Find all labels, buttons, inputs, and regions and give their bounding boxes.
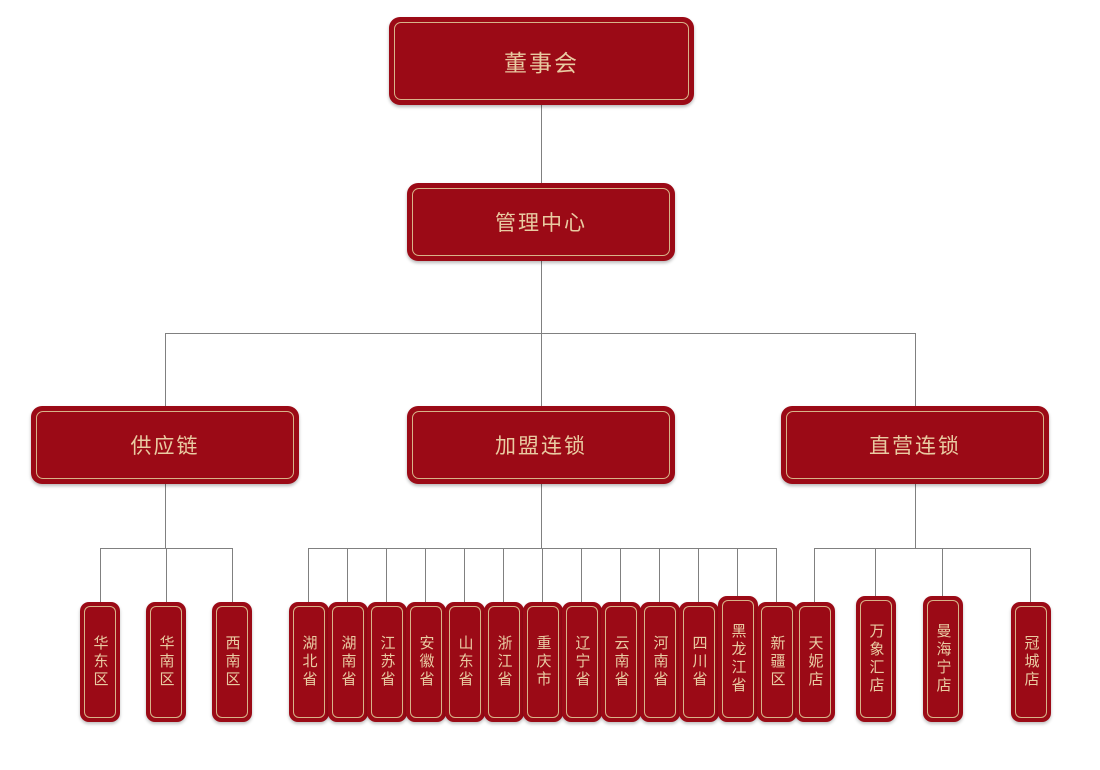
node-franchise-chain[interactable]: 加盟连锁 xyxy=(407,406,675,484)
node-label: 安徽省 xyxy=(417,635,435,689)
connector-leaf-stem xyxy=(875,548,876,596)
node-label: 浙江省 xyxy=(495,635,513,689)
leaf-node[interactable]: 西南区 xyxy=(212,602,252,722)
connector-leaf-stem xyxy=(542,548,543,602)
connector-level3-bus xyxy=(165,333,916,334)
node-label: 山东省 xyxy=(456,635,474,689)
connector-leaf-stem xyxy=(659,548,660,602)
node-label: 辽宁省 xyxy=(573,635,591,689)
node-label: 万象汇店 xyxy=(867,623,885,695)
node-direct-chain[interactable]: 直营连锁 xyxy=(781,406,1049,484)
node-management-center[interactable]: 管理中心 xyxy=(407,183,675,261)
leaf-node[interactable]: 江苏省 xyxy=(367,602,407,722)
leaf-node[interactable]: 安徽省 xyxy=(406,602,446,722)
node-label: 西南区 xyxy=(223,635,241,689)
leaf-node[interactable]: 重庆市 xyxy=(523,602,563,722)
connector-bus-to-supply xyxy=(165,333,166,406)
connector-leaf-stem xyxy=(386,548,387,602)
node-label: 河南省 xyxy=(651,635,669,689)
leaf-node[interactable]: 曼海宁店 xyxy=(923,596,963,722)
node-label: 华东区 xyxy=(91,635,109,689)
connector-leaf-stem xyxy=(308,548,309,602)
connector-bus-to-franchise xyxy=(541,333,542,406)
connector-leaf-stem xyxy=(1030,548,1031,602)
node-label: 供应链 xyxy=(130,435,200,458)
node-label: 华南区 xyxy=(157,635,175,689)
connector-bus-to-direct xyxy=(915,333,916,406)
node-supply-chain[interactable]: 供应链 xyxy=(31,406,299,484)
connector-leaf-stem xyxy=(814,548,815,602)
leaf-node[interactable]: 新疆区 xyxy=(757,602,797,722)
leaf-node[interactable]: 山东省 xyxy=(445,602,485,722)
leaf-node[interactable]: 云南省 xyxy=(601,602,641,722)
connector-leaf-stem xyxy=(698,548,699,602)
connector-leaf-stem xyxy=(347,548,348,602)
node-label: 冠城店 xyxy=(1022,635,1040,689)
connector-leaf-stem xyxy=(620,548,621,602)
connector-leaf-stem xyxy=(232,548,233,602)
connector-leaf-stem xyxy=(503,548,504,602)
node-label: 加盟连锁 xyxy=(495,435,587,458)
connector-franchise-drop xyxy=(541,484,542,548)
node-label: 直营连锁 xyxy=(869,435,961,458)
connector-leaf-stem xyxy=(100,548,101,602)
leaf-node[interactable]: 四川省 xyxy=(679,602,719,722)
leaf-node[interactable]: 湖南省 xyxy=(328,602,368,722)
connector-leaf-stem xyxy=(737,548,738,596)
node-label: 新疆区 xyxy=(768,635,786,689)
leaf-node[interactable]: 天妮店 xyxy=(795,602,835,722)
connector-mgmt-drop xyxy=(541,261,542,333)
node-label: 湖北省 xyxy=(300,635,318,689)
connector-supply-drop xyxy=(165,484,166,548)
leaf-node[interactable]: 华南区 xyxy=(146,602,186,722)
node-label: 管理中心 xyxy=(495,212,587,235)
node-board[interactable]: 董事会 xyxy=(389,17,694,105)
leaf-node[interactable]: 万象汇店 xyxy=(856,596,896,722)
node-label: 天妮店 xyxy=(806,635,824,689)
node-label: 黑龙江省 xyxy=(729,623,747,695)
leaf-node[interactable]: 黑龙江省 xyxy=(718,596,758,722)
node-label: 董事会 xyxy=(504,50,579,76)
node-label: 曼海宁店 xyxy=(934,623,952,695)
node-label: 四川省 xyxy=(690,635,708,689)
connector-leaf-stem xyxy=(776,548,777,602)
node-label: 湖南省 xyxy=(339,635,357,689)
leaf-node[interactable]: 冠城店 xyxy=(1011,602,1051,722)
leaf-node[interactable]: 河南省 xyxy=(640,602,680,722)
leaf-node[interactable]: 浙江省 xyxy=(484,602,524,722)
connector-direct-drop xyxy=(915,484,916,548)
connector-leaf-stem xyxy=(425,548,426,602)
node-label: 云南省 xyxy=(612,635,630,689)
connector-board-to-mgmt xyxy=(541,105,542,183)
leaf-node[interactable]: 辽宁省 xyxy=(562,602,602,722)
leaf-node[interactable]: 华东区 xyxy=(80,602,120,722)
connector-leaf-stem xyxy=(942,548,943,596)
connector-leaf-stem xyxy=(166,548,167,602)
node-label: 重庆市 xyxy=(534,635,552,689)
connector-direct-bus xyxy=(814,548,1030,549)
leaf-node[interactable]: 湖北省 xyxy=(289,602,329,722)
connector-leaf-stem xyxy=(581,548,582,602)
connector-leaf-stem xyxy=(464,548,465,602)
node-label: 江苏省 xyxy=(378,635,396,689)
